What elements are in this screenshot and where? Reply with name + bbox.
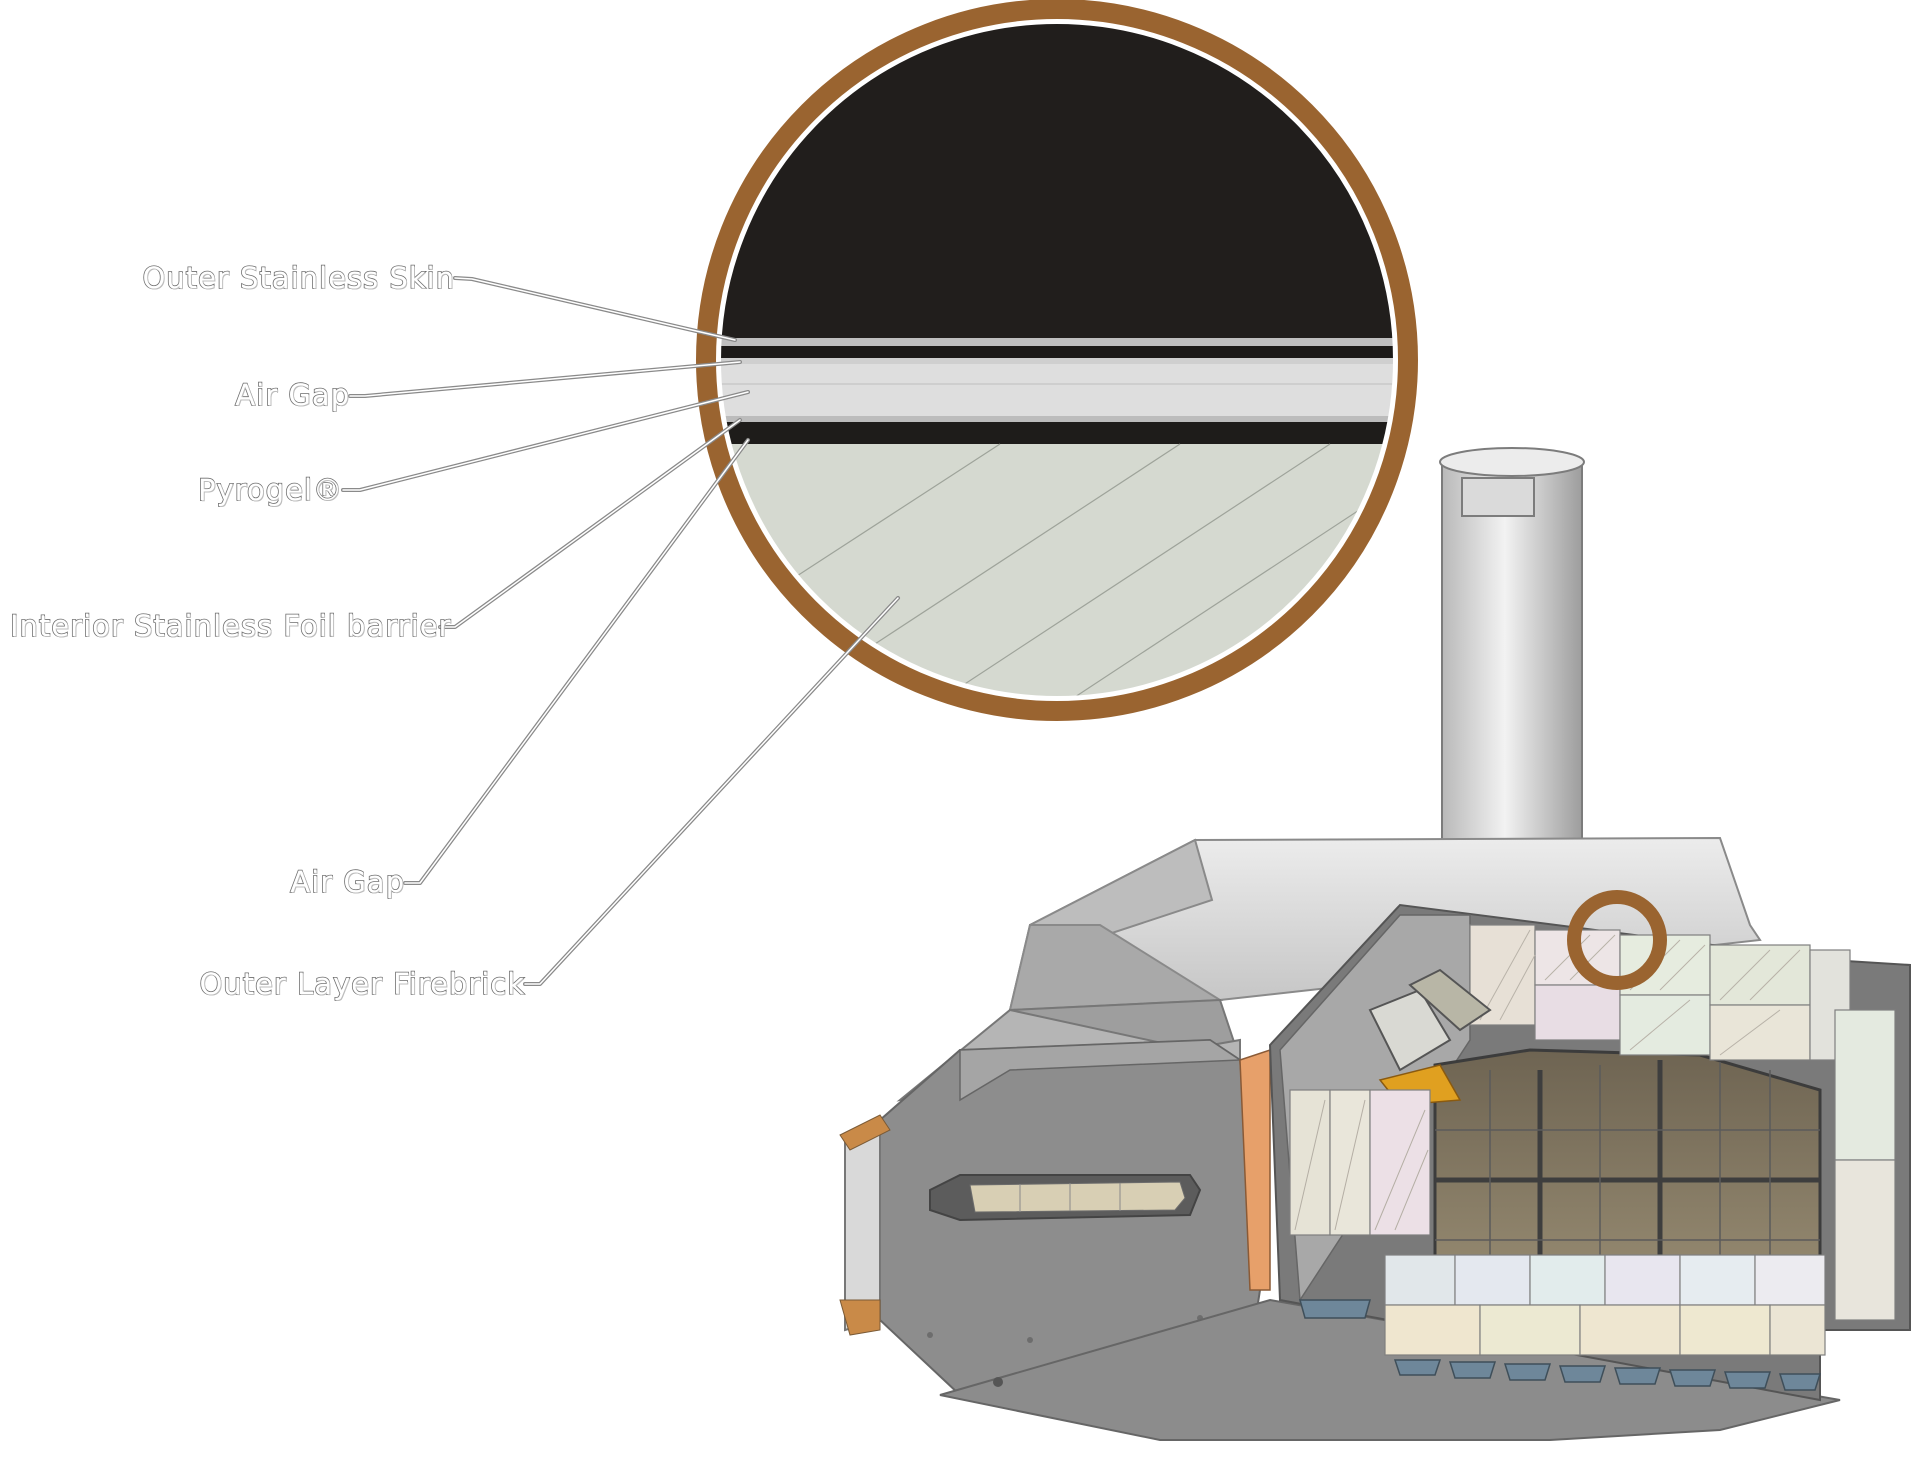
cross-section-zoom bbox=[696, 0, 1418, 721]
leader-outer-stainless-skin bbox=[453, 276, 737, 342]
location-ring bbox=[1567, 890, 1667, 990]
leader-pyrogel bbox=[341, 390, 750, 492]
base-slab bbox=[939, 1298, 1841, 1441]
leader-air-gap-upper bbox=[348, 360, 742, 398]
zoom-ring bbox=[696, 0, 1418, 721]
leader-interior-foil-barrier bbox=[438, 418, 742, 629]
pyrogel-band bbox=[719, 364, 1395, 416]
furnace-cutaway bbox=[839, 447, 1911, 1441]
log-1 bbox=[1368, 988, 1452, 1072]
air-vents bbox=[1299, 1299, 1822, 1391]
leader-air-gap-lower bbox=[403, 438, 750, 885]
label-air-gap-upper: Air Gap bbox=[234, 378, 350, 412]
label-outer-layer-firebrick: Outer Layer Firebrick bbox=[199, 967, 525, 1001]
firebrick-upper bbox=[1469, 924, 1851, 1061]
leader-lines bbox=[341, 276, 900, 986]
chimney-hatch bbox=[1461, 477, 1535, 517]
label-outer-stainless-skin: Outer Stainless Skin bbox=[142, 261, 455, 295]
firebrick-side-right bbox=[1834, 1009, 1896, 1321]
label-interior-foil-barrier: Interior Stainless Foil barrier bbox=[9, 609, 452, 643]
label-air-gap-lower: Air Gap bbox=[289, 865, 405, 899]
air-gap-band bbox=[719, 422, 1395, 444]
firebrick-side-left bbox=[1289, 1089, 1431, 1236]
chimney bbox=[1439, 447, 1585, 841]
leader-outer-layer-firebrick bbox=[523, 596, 900, 986]
label-pyrogel: Pyrogel® bbox=[197, 473, 343, 507]
stainless-skin-band bbox=[719, 338, 1395, 346]
firebrick-floor bbox=[1384, 1254, 1826, 1356]
